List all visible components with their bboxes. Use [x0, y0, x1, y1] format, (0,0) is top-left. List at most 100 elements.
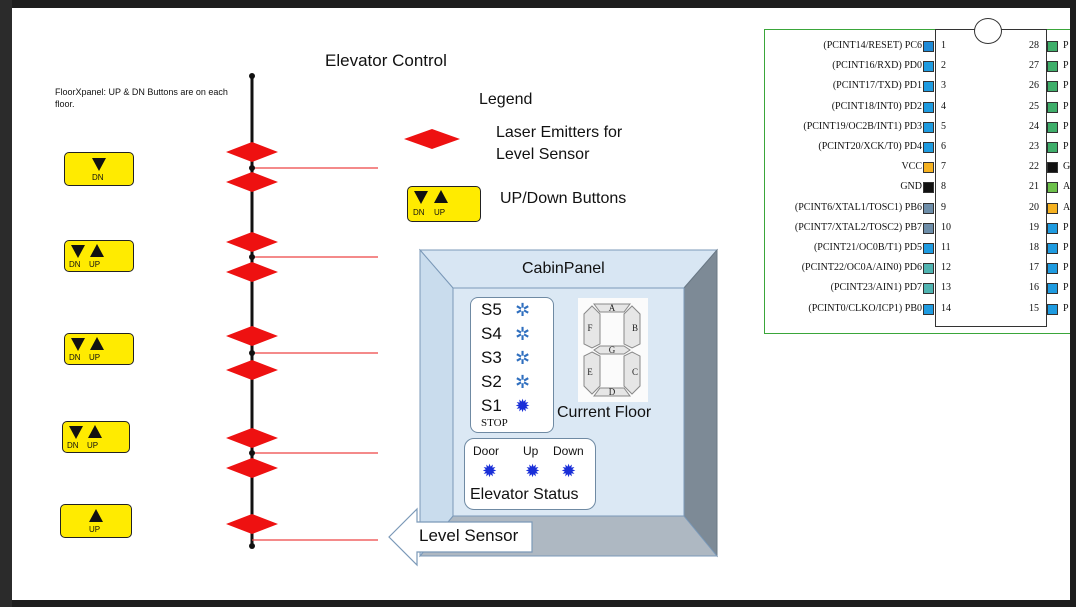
pin-label: P	[1063, 282, 1069, 294]
pin-label: A	[1063, 181, 1070, 193]
pin-label: (PCINT22/OC0A/AIN0) PD6	[801, 262, 922, 274]
floor-select-group: S5 S4 S3 S2 S1 STOP ✲ ✲ ✲ ✲ ✹	[470, 297, 554, 433]
pin-square	[1047, 222, 1058, 234]
pin-square	[1047, 142, 1058, 153]
laser-emitter	[226, 142, 278, 162]
down-led-icon: ✹	[561, 461, 577, 481]
floor1-up-button-panel[interactable]: UP	[60, 504, 132, 538]
floor-s2-button-icon[interactable]: ✲	[515, 372, 531, 392]
pin-square	[1047, 61, 1058, 73]
laser-emitter	[226, 514, 278, 534]
status-down-label: Down	[553, 444, 584, 458]
shaft-top-dot	[249, 73, 255, 79]
floor5-dn-button-panel[interactable]: DN	[64, 152, 134, 186]
seg-label-f: F	[587, 323, 592, 333]
pin-number: 2	[941, 60, 946, 72]
floor-label-s5: S5	[481, 300, 502, 319]
floor-s5-button-icon[interactable]: ✲	[515, 300, 531, 320]
pin-number: 28	[1029, 40, 1039, 51]
status-up-label: Up	[523, 444, 539, 458]
pin-label: P	[1063, 262, 1069, 274]
pin-number: 7	[941, 161, 946, 173]
laser-emitter	[226, 428, 278, 448]
pin-square	[1047, 202, 1058, 214]
pin-label: P	[1063, 141, 1069, 152]
pin-square	[923, 263, 934, 275]
pin-label: P	[1063, 242, 1069, 253]
pin-number: 21	[1029, 181, 1039, 193]
up-led-icon: ✹	[525, 461, 541, 481]
floor3-updn-button-panel[interactable]: DN UP	[64, 333, 134, 365]
pin-number: 26	[1029, 80, 1039, 92]
pin-label: (PCINT21/OC0B/T1) PD5	[813, 242, 922, 253]
pin-square	[923, 283, 934, 295]
floor-s4-button-icon[interactable]: ✲	[515, 324, 531, 344]
pin-label: P	[1063, 100, 1069, 112]
chip-notch	[974, 18, 1002, 44]
pin-label: P	[1063, 302, 1069, 314]
floor-s1-button-icon[interactable]: ✹	[515, 396, 531, 416]
level-sensor-arrow	[388, 507, 533, 567]
floor-s3-button-icon[interactable]: ✲	[515, 348, 531, 368]
floor2-updn-button-panel[interactable]: DN UP	[62, 421, 130, 453]
up-label: UP	[87, 441, 99, 450]
pin-label: (PCINT20/XCK/T0) PD4	[818, 141, 922, 152]
pin-square	[923, 142, 934, 153]
pin-number: 22	[1029, 161, 1039, 173]
pin-square	[923, 303, 934, 315]
legend-heading: Legend	[479, 91, 533, 108]
pin-square	[1047, 182, 1058, 194]
pin-number: 10	[941, 221, 951, 233]
floorpanel-note: FloorXpanel: UP & DN Buttons are on each…	[55, 87, 228, 109]
laser-emitter	[226, 360, 278, 380]
slide-canvas: Elevator Control FloorXpanel: UP & DN Bu…	[12, 8, 1070, 600]
legend-buttons-label: UP/Down Buttons	[500, 190, 627, 207]
dn-label: DN	[413, 208, 425, 217]
pin-number: 15	[1029, 302, 1039, 314]
pin-square	[923, 81, 934, 93]
pin-square	[923, 202, 934, 214]
pin-label: A	[1063, 201, 1070, 213]
pin-number: 16	[1029, 282, 1039, 294]
elevator-status-group: Door Up Down ✹ ✹ ✹ Elevator Status	[464, 438, 596, 510]
down-arrow-icon	[92, 158, 106, 171]
pin-label: G	[1063, 161, 1070, 173]
left-window-edge	[0, 0, 12, 607]
pin-number: 23	[1029, 141, 1039, 152]
level-sensor-label: Level Sensor	[419, 526, 519, 545]
up-arrow-icon	[434, 190, 448, 203]
pin-square	[923, 222, 934, 234]
pin-number: 25	[1029, 100, 1039, 112]
down-arrow-icon	[414, 191, 428, 204]
pin-number: 13	[941, 282, 951, 294]
pin-number: 6	[941, 141, 946, 152]
floor-dot	[249, 165, 255, 171]
pin-square	[1047, 81, 1058, 93]
legend-laser-line2: Level Sensor	[496, 146, 590, 163]
pin-number: 8	[941, 181, 946, 193]
pin-label: (PCINT23/AIN1) PD7	[830, 282, 922, 294]
diagram-title: Elevator Control	[325, 51, 447, 70]
down-arrow-icon	[71, 245, 85, 258]
up-label: UP	[89, 525, 101, 534]
up-arrow-icon	[89, 509, 103, 522]
segment-a	[593, 303, 631, 313]
up-arrow-icon	[88, 425, 102, 438]
pin-label: P	[1063, 80, 1069, 92]
dn-label: DN	[92, 173, 104, 182]
legend-laser-icon	[404, 129, 460, 149]
current-floor-label: Current Floor	[557, 404, 652, 421]
dn-label: DN	[69, 353, 81, 362]
elevator-status-label: Elevator Status	[470, 486, 579, 503]
pin-number: 27	[1029, 60, 1039, 72]
pin-square	[923, 101, 934, 113]
laser-emitter	[226, 232, 278, 252]
pin-square	[1047, 41, 1058, 52]
pin-label: (PCINT14/RESET) PC6	[823, 40, 922, 51]
pin-label: (PCINT7/XTAL2/TOSC2) PB7	[794, 221, 922, 233]
segment-d	[593, 387, 631, 397]
cabin-panel-title: CabinPanel	[522, 260, 605, 277]
floor4-updn-button-panel[interactable]: DN UP	[64, 240, 134, 272]
pin-label: (PCINT0/CLKO/ICP1) PB0	[808, 302, 922, 314]
elevator-shaft	[226, 73, 378, 549]
